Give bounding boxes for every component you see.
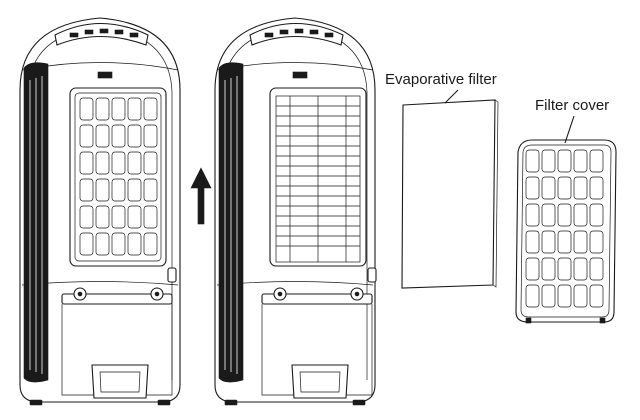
arrow-up-icon [190,167,212,225]
filter-cover-leader [564,115,575,144]
unit-grille [79,97,158,121]
filter-cover-panel [515,139,617,324]
evaporative-filter-panel [401,99,499,289]
filter-cover-label: Filter cover [535,97,609,114]
evaporative-filter-leader [444,89,459,104]
cooler-unit-open [214,17,377,406]
filter-holder-slats [275,95,361,263]
cooler-unit-with-cover [19,17,181,406]
evaporative-filter-label: Evaporative filter [385,71,497,88]
filter-cover-grid [525,149,604,308]
